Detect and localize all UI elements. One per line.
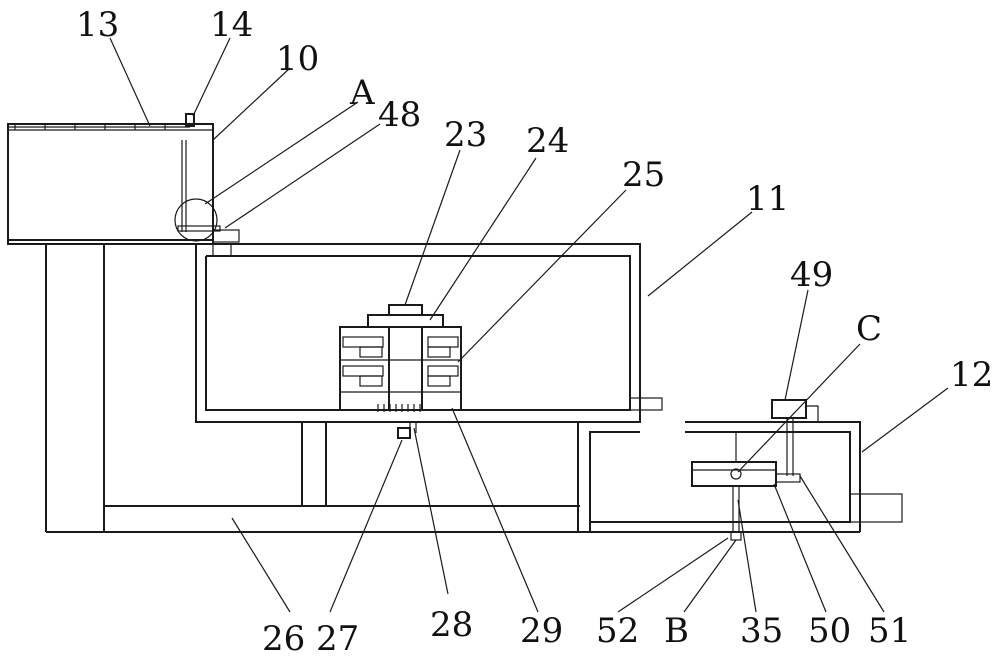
callout-48: 48 [378, 95, 421, 135]
base-frame [46, 422, 860, 533]
feed-hopper [7, 113, 240, 245]
lower-nozzle [730, 531, 742, 541]
callout-26: 26 [262, 619, 305, 659]
callout-35: 35 [740, 611, 783, 651]
callout-23: 23 [444, 115, 487, 155]
callout-24: 24 [526, 121, 569, 161]
right-outlet [849, 493, 903, 523]
callout-29: 29 [520, 611, 563, 651]
detail-circle-a [174, 198, 218, 242]
gear-teeth [775, 473, 801, 483]
callout-a: A [349, 73, 375, 113]
gear-box [691, 461, 777, 487]
main-tank [45, 243, 663, 532]
callout-c: C [856, 309, 882, 349]
callout-12: 12 [950, 355, 993, 395]
top-grating [8, 124, 190, 130]
top-post [185, 113, 195, 127]
callout-13: 13 [76, 5, 119, 45]
callout-labels: 13 14 10 A 48 23 24 25 11 49 C 12 26 27 … [76, 5, 993, 659]
motor-housing [339, 326, 462, 411]
leader-lines [109, 37, 949, 613]
motor-assembly [339, 304, 462, 439]
motor-cap [388, 304, 423, 316]
callout-10: 10 [276, 39, 319, 79]
callout-49: 49 [790, 255, 833, 295]
drain-valve [397, 427, 411, 439]
callout-52: 52 [596, 611, 639, 651]
pump-motor [771, 399, 807, 419]
callout-25: 25 [622, 155, 665, 195]
right-tank [589, 421, 903, 532]
callout-b: B [664, 611, 689, 651]
hopper-outlet [177, 225, 221, 232]
callout-27: 27 [316, 619, 359, 659]
center-pivot [730, 468, 742, 480]
callout-11: 11 [746, 179, 789, 219]
callout-28: 28 [430, 605, 473, 645]
callout-50: 50 [808, 611, 851, 651]
callout-51: 51 [868, 611, 911, 651]
bristles [377, 404, 421, 412]
callout-14: 14 [210, 5, 253, 45]
